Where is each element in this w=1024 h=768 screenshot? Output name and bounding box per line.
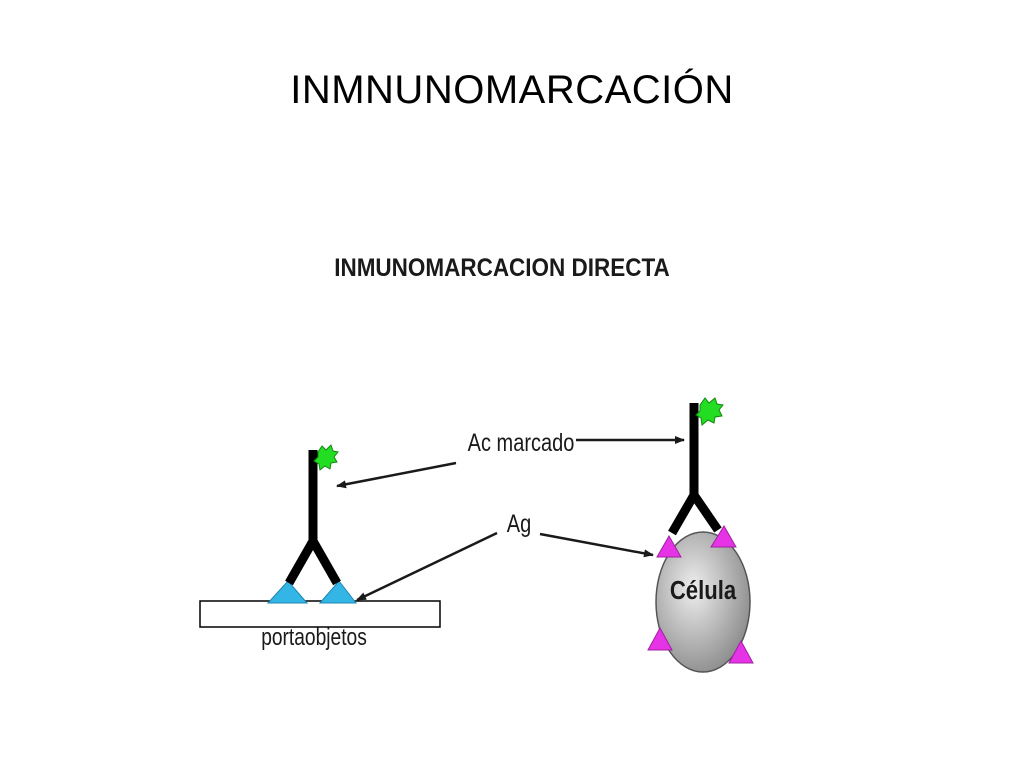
slide-antigen-left xyxy=(266,580,309,604)
arrow-ag-to-cell-antigen xyxy=(539,532,654,558)
slide-rectangle xyxy=(199,600,441,628)
cell-label: Célula xyxy=(670,576,737,605)
cell-antigen-bottom-right xyxy=(728,639,754,664)
arrow-ac-to-slide-antibody xyxy=(336,461,457,489)
labeled-antibody-label: Ac marcado xyxy=(468,429,575,457)
slide-label: portaobjetos xyxy=(261,623,367,651)
cell-antigen-bottom-left xyxy=(647,626,673,651)
slide-antibody xyxy=(285,450,341,586)
cell-antigen-top-right xyxy=(710,525,737,548)
cell-antigen-top-left xyxy=(656,534,682,558)
slide-title: INMNUNOMARCACIÓN xyxy=(290,68,734,112)
cell-antibody-marker xyxy=(695,397,724,426)
slide-antigen-right xyxy=(318,580,358,604)
slide-antibody-marker xyxy=(313,444,339,471)
cell xyxy=(655,531,751,673)
antigen-label: Ag xyxy=(507,510,531,538)
arrow-ag-to-slide-antigen xyxy=(356,531,498,602)
figure-heading: INMUNOMARCACION DIRECTA xyxy=(334,254,670,282)
cell-antibody xyxy=(668,403,722,536)
